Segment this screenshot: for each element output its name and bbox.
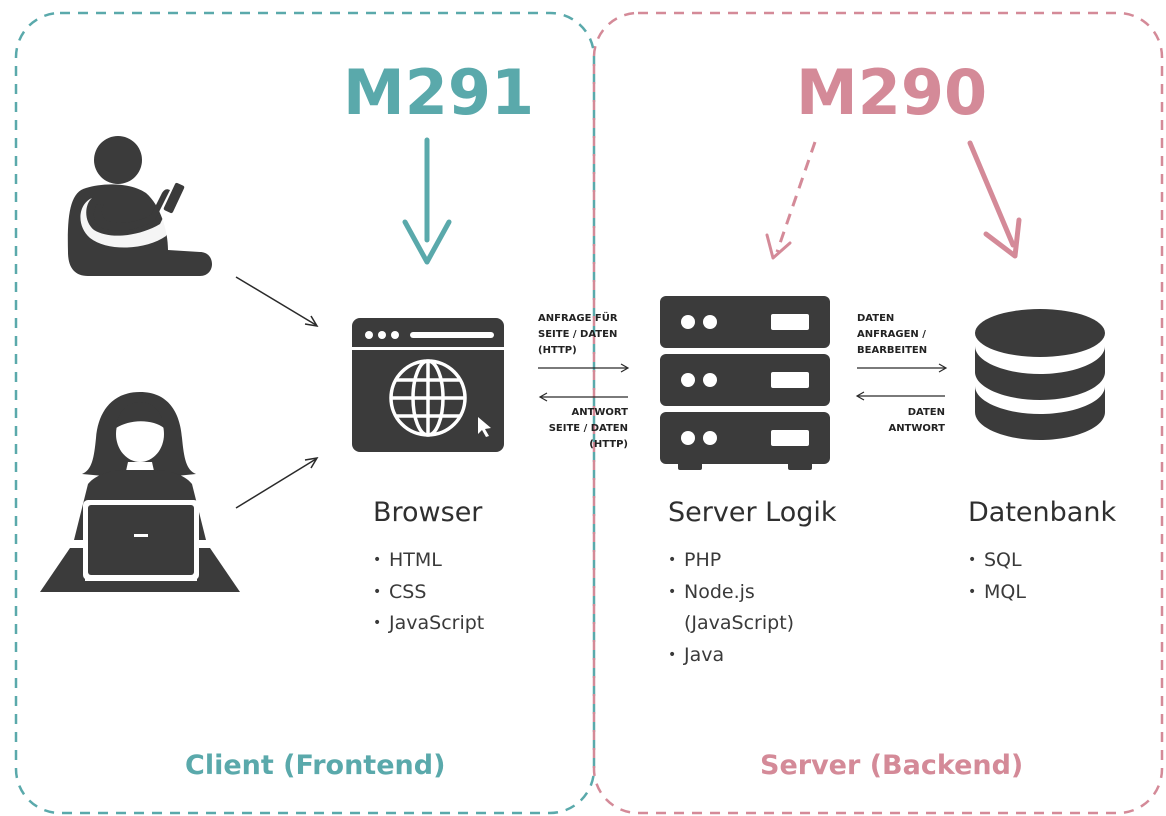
label-line: ANTWORT: [888, 423, 945, 434]
label-line: (HTTP): [589, 439, 628, 450]
user-to-browser-arrow-bottom: [235, 456, 319, 509]
list-item: PHP: [668, 545, 794, 577]
server-module-label: M290: [796, 56, 988, 129]
request-label-server-db: DATEN ANFRAGEN / BEARBEITEN: [857, 311, 927, 359]
response-arrow-db-server: [855, 391, 945, 401]
request-label-browser-server: ANFRAGE FÜR SEITE / DATEN (HTTP): [538, 311, 618, 359]
person-with-laptop-icon: [40, 392, 240, 592]
list-item: CSS: [373, 577, 484, 609]
client-zone-label: Client (Frontend): [185, 750, 446, 781]
m290-solid-arrow: [967, 140, 1022, 259]
client-module-label: M291: [343, 56, 535, 129]
database-icon: [975, 309, 1105, 440]
label-line: DATEN: [907, 407, 945, 418]
browser-title: Browser: [373, 497, 483, 528]
server-logic-tech-list: PHP Node.js (JavaScript) Java: [668, 545, 794, 671]
list-item: JavaScript: [373, 608, 484, 640]
server-logic-title: Server Logik: [668, 497, 837, 528]
label-line: DATEN: [857, 313, 895, 324]
list-item: MQL: [968, 577, 1026, 609]
list-item: SQL: [968, 545, 1026, 577]
request-arrow-server-db: [857, 363, 948, 373]
database-tech-list: SQL MQL: [968, 545, 1026, 608]
browser-window-globe-icon: [352, 318, 504, 452]
m291-arrow: [402, 137, 452, 265]
request-arrow-browser-server: [538, 363, 630, 373]
client-zone-frame: [14, 11, 596, 815]
response-arrow-server-browser: [538, 392, 628, 402]
m290-dashed-arrow: [765, 141, 817, 260]
database-title: Datenbank: [968, 497, 1117, 528]
server-rack-icon: [660, 296, 830, 470]
label-line: ANFRAGEN /: [857, 329, 926, 340]
list-item: Node.js: [668, 577, 794, 609]
server-zone-label: Server (Backend): [760, 750, 1024, 781]
person-with-phone-icon: [67, 136, 212, 276]
label-line: (HTTP): [538, 345, 577, 356]
server-zone-frame: [592, 11, 1164, 815]
browser-tech-list: HTML CSS JavaScript: [373, 545, 484, 640]
response-label-server-browser: ANTWORT SEITE / DATEN (HTTP): [528, 405, 628, 453]
label-line: ANTWORT: [571, 407, 628, 418]
label-line: BEARBEITEN: [857, 345, 928, 356]
label-line: SEITE / DATEN: [538, 329, 618, 340]
label-line: SEITE / DATEN: [548, 423, 628, 434]
label-line: ANFRAGE FÜR: [538, 313, 618, 324]
list-item: HTML: [373, 545, 484, 577]
user-to-browser-arrow-top: [235, 276, 319, 328]
list-item: Java: [668, 640, 794, 672]
response-label-db-server: DATEN ANTWORT: [845, 405, 945, 437]
list-item-continuation: (JavaScript): [684, 612, 795, 634]
